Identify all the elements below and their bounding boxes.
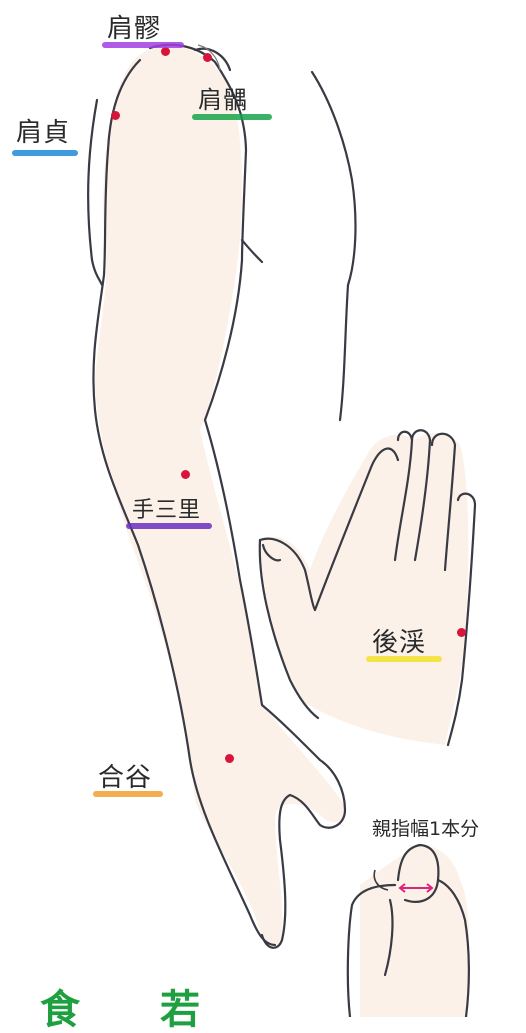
point-jianyu-marker	[203, 53, 212, 62]
underline-shousanli	[126, 523, 212, 529]
label-jianyu: 肩髃	[198, 80, 248, 115]
underline-jianzhen	[12, 150, 78, 156]
bottom-title-fragment-2: 若	[160, 990, 200, 1030]
label-jianzhen: 肩貞	[16, 112, 70, 149]
point-shousanli-marker	[181, 470, 190, 479]
label-shousanli: 手三里	[132, 492, 201, 524]
label-thumb-width: 親指幅1本分	[372, 814, 479, 841]
bottom-title-fragment-1: 食	[40, 990, 80, 1030]
label-houxi: 後渓	[372, 622, 426, 659]
point-houxi-marker	[457, 628, 466, 637]
point-hegu-marker	[225, 754, 234, 763]
underline-houxi	[366, 656, 442, 662]
underline-hegu	[93, 791, 163, 797]
label-hegu: 合谷	[98, 757, 152, 794]
label-jianliao: 肩髎	[107, 8, 161, 45]
point-jianzhen-marker	[111, 111, 120, 120]
underline-jianliao	[102, 42, 184, 48]
point-jianliao-marker	[161, 47, 170, 56]
underline-jianyu	[192, 114, 272, 120]
